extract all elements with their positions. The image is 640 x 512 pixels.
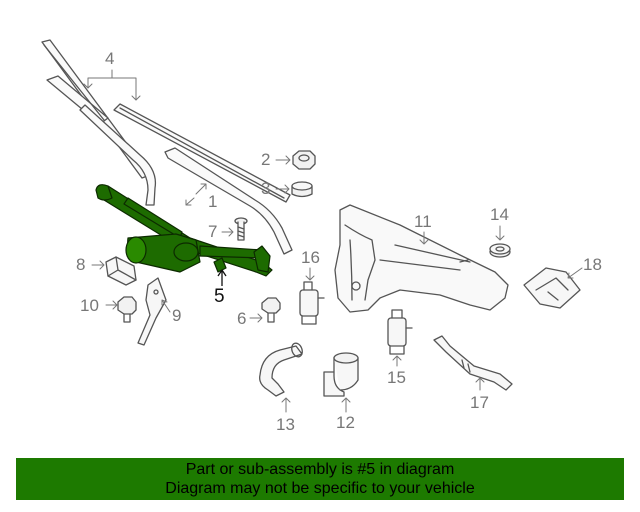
- callout-1[interactable]: 1: [208, 192, 218, 211]
- callout-18[interactable]: 18: [583, 255, 602, 274]
- callout-13[interactable]: 13: [276, 415, 295, 434]
- callout-9[interactable]: 9: [172, 306, 182, 325]
- callout-8[interactable]: 8: [76, 255, 86, 274]
- banner-line-1: Part or sub-assembly is #5 in diagram: [185, 461, 455, 478]
- wiper-linkage-motor-part-5: [95, 184, 273, 277]
- cap-part-3: [291, 181, 313, 198]
- washer-pump-part-15: [387, 309, 413, 355]
- callout-3[interactable]: 3: [261, 179, 271, 198]
- washer-reservoir-part-11: [334, 204, 509, 313]
- screw-part-7: [234, 217, 248, 241]
- callout-11[interactable]: 11: [414, 212, 432, 231]
- elbow-connector-part-12: [323, 352, 359, 397]
- bracket-part-18: [523, 267, 581, 309]
- callout-5[interactable]: 5: [214, 286, 225, 307]
- callout-17[interactable]: 17: [470, 393, 489, 412]
- wiper-arm-right: [164, 147, 293, 255]
- grommet-part-14: [489, 243, 511, 258]
- callout-7[interactable]: 7: [208, 222, 218, 241]
- callout-12[interactable]: 12: [336, 413, 355, 432]
- banner-line-2: Diagram may not be specific to your vehi…: [165, 480, 475, 497]
- part-info-banner: Part or sub-assembly is #5 in diagram Di…: [16, 458, 624, 500]
- mounting-plate-part-9: [137, 277, 167, 346]
- nut-part-2: [292, 150, 316, 170]
- wiper-blade-right: [113, 103, 291, 203]
- callout-10[interactable]: 10: [80, 296, 99, 315]
- bolt-part-10: [117, 296, 137, 323]
- callout-14[interactable]: 14: [490, 205, 509, 224]
- callout-2[interactable]: 2: [261, 150, 271, 169]
- washer-hose-part-17: [433, 335, 513, 391]
- bracket-part-8: [105, 256, 137, 286]
- washer-pump-part-16: [299, 281, 325, 325]
- wiper-arm-left: [79, 104, 157, 206]
- callout-16[interactable]: 16: [301, 248, 320, 267]
- callout-4[interactable]: 4: [105, 49, 115, 68]
- hose-part-13: [259, 342, 303, 397]
- callout-15[interactable]: 15: [387, 368, 406, 387]
- bolt-part-6: [261, 297, 281, 323]
- callout-6[interactable]: 6: [237, 309, 247, 328]
